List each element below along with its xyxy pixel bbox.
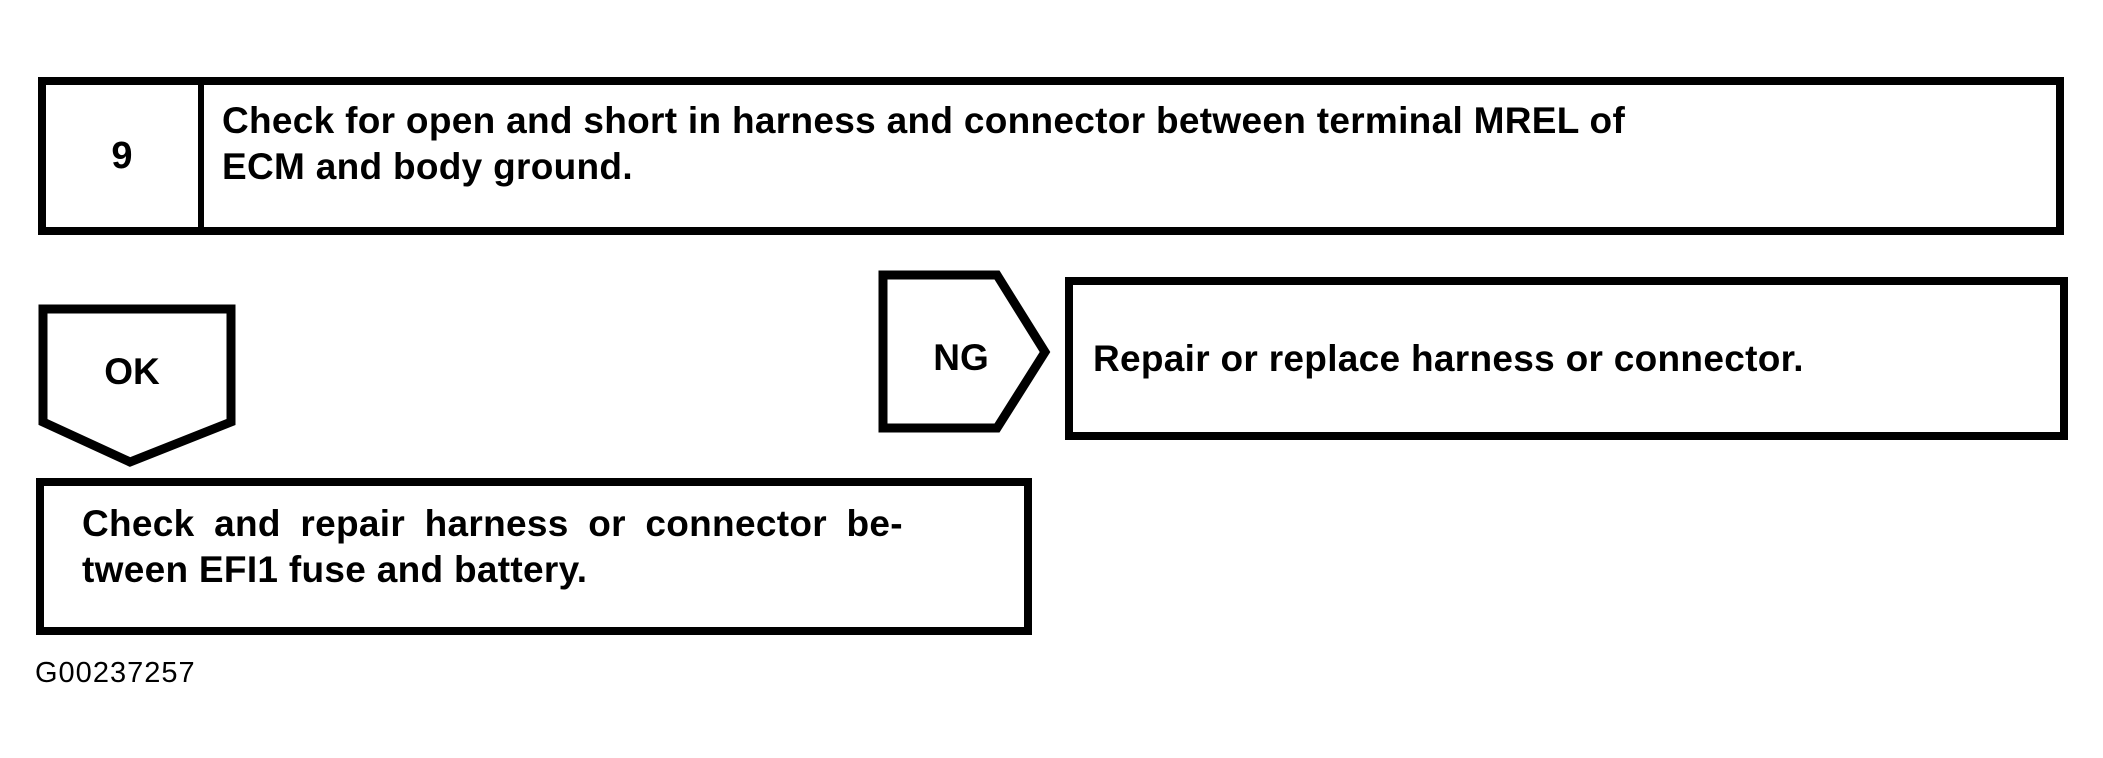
ng-connector-label: NG — [933, 337, 989, 378]
ok-result-line-2: tween EFI1 fuse and battery. — [82, 549, 588, 590]
ok-result-line-1: Check and repair harness or connector be… — [82, 503, 903, 544]
step-instruction: Check for open and short in harness and … — [204, 85, 2056, 227]
ok-pentagon-icon — [38, 304, 236, 467]
ng-result-text: Repair or replace harness or connector. — [1093, 337, 1804, 379]
step-instruction-line-1: Check for open and short in harness and … — [222, 100, 1626, 141]
ok-result-box: Check and repair harness or connector be… — [36, 478, 1032, 635]
ng-result-box: Repair or replace harness or connector. — [1065, 277, 2068, 440]
ok-connector-label: OK — [104, 351, 160, 392]
step-number: 9 — [46, 85, 204, 227]
ng-connector-shape: NG — [878, 270, 1051, 433]
ok-connector-shape: OK — [38, 304, 236, 467]
step-instruction-line-2: ECM and body ground. — [222, 146, 633, 187]
ng-pentagon-icon — [878, 270, 1051, 433]
figure-code: G00237257 — [35, 657, 196, 689]
step-box: 9 Check for open and short in harness an… — [38, 77, 2064, 235]
